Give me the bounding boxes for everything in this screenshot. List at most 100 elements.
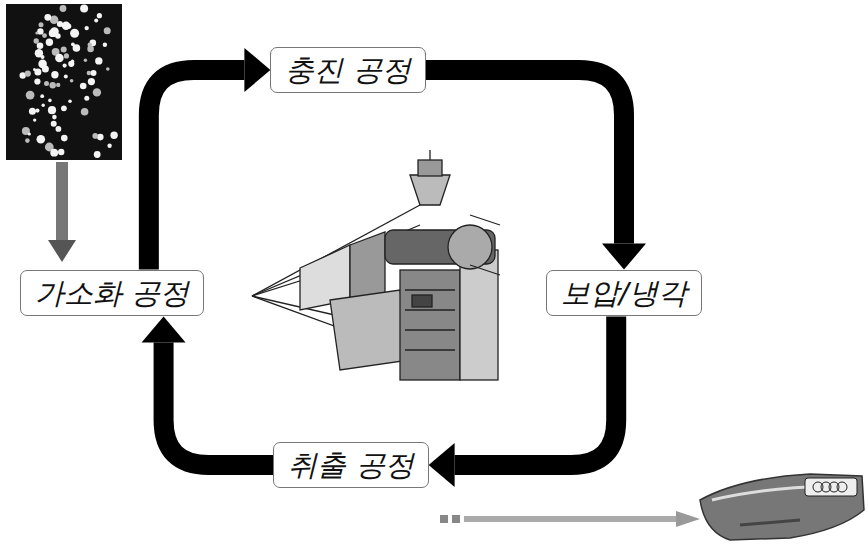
pellet-photo	[6, 4, 122, 160]
pellet	[103, 43, 107, 47]
pellet	[93, 88, 101, 96]
cycle-arrow-shaft	[164, 342, 274, 465]
cycle-arrow	[429, 316, 617, 487]
process-label: 보압/냉각	[561, 276, 687, 311]
pellet	[33, 118, 36, 121]
process-box: 취출 공정	[273, 442, 428, 489]
pellet	[94, 151, 101, 158]
pellet	[81, 108, 89, 116]
pellet	[34, 78, 40, 84]
pellet	[26, 91, 35, 100]
arrow-head	[602, 244, 646, 270]
pellet	[106, 67, 110, 71]
pellet	[88, 43, 92, 47]
pellet	[94, 19, 98, 23]
process-box: 충진 공정	[270, 47, 425, 94]
process-label: 가소화 공정	[35, 276, 189, 311]
pellet	[34, 69, 41, 76]
pellet	[50, 82, 56, 88]
pellet	[28, 132, 31, 135]
pellet	[84, 96, 89, 101]
product-arrow	[440, 515, 448, 523]
pellet	[42, 33, 47, 38]
cycle-arrow-shaft	[455, 316, 617, 465]
pellet	[48, 99, 52, 103]
pellet	[38, 60, 47, 69]
pellet	[70, 29, 79, 38]
car-bumper	[700, 474, 864, 540]
pellet	[40, 94, 44, 98]
pellet	[51, 71, 58, 78]
product-arrow	[452, 515, 460, 523]
pellet	[50, 149, 58, 157]
pellet	[55, 54, 64, 63]
pellet	[87, 71, 92, 76]
pellet	[68, 61, 74, 67]
feed-arrow-head	[48, 240, 76, 262]
cycle-arrow-shaft	[149, 70, 245, 270]
product-arrow	[464, 516, 679, 522]
pellet	[48, 106, 56, 114]
pellet	[37, 135, 46, 144]
pellet	[104, 27, 111, 34]
arrow-head	[244, 48, 270, 92]
pellet	[56, 83, 60, 87]
pellet	[95, 57, 102, 64]
pellet	[39, 22, 44, 27]
pellet	[57, 21, 63, 27]
pellet	[51, 121, 57, 127]
pellet	[61, 105, 67, 111]
pellet	[25, 71, 31, 77]
pellet	[64, 53, 69, 58]
pellet	[84, 59, 87, 62]
pellet	[35, 31, 38, 34]
pellet	[29, 108, 36, 115]
pellet	[88, 78, 95, 85]
pellet	[44, 14, 51, 21]
cycle-arrow	[426, 70, 646, 270]
pellet	[49, 29, 57, 37]
pellet	[44, 81, 49, 86]
feed-arrow	[56, 162, 68, 242]
pellet	[42, 104, 45, 107]
pellet	[60, 5, 67, 12]
pellet	[22, 127, 30, 135]
process-label: 충진 공정	[285, 53, 410, 88]
process-box: 보압/냉각	[546, 270, 702, 317]
pellet	[85, 26, 89, 30]
pellet	[92, 133, 98, 139]
pellet	[52, 115, 57, 120]
pellet	[63, 64, 67, 68]
pellet	[71, 42, 75, 46]
pellet	[80, 4, 88, 12]
pellet	[35, 49, 43, 57]
pellet	[34, 38, 39, 43]
cycle-arrow	[142, 316, 274, 465]
injection-machine	[252, 150, 500, 380]
pellet	[56, 126, 62, 132]
pellet	[91, 70, 97, 76]
process-label: 취출 공정	[288, 448, 413, 483]
pellet	[64, 75, 68, 79]
pellet	[97, 134, 104, 141]
pellet	[37, 43, 44, 50]
arrow-head	[429, 443, 455, 487]
pellet	[61, 135, 68, 142]
cycle-arrow-shaft	[426, 70, 624, 244]
pellet	[46, 39, 53, 46]
pellet	[70, 79, 74, 83]
pellet	[107, 144, 111, 148]
pellet-dots	[20, 4, 118, 158]
pellet	[68, 100, 72, 104]
pellet	[35, 109, 39, 113]
pellet	[80, 83, 87, 90]
pellet	[61, 46, 67, 52]
cycle-arrow	[149, 48, 271, 270]
process-box: 가소화 공정	[20, 270, 204, 317]
arrow-head	[142, 316, 186, 342]
pellet	[66, 24, 71, 29]
product-arrow-head	[676, 511, 700, 527]
pellet	[97, 13, 102, 18]
pellet	[58, 149, 64, 155]
